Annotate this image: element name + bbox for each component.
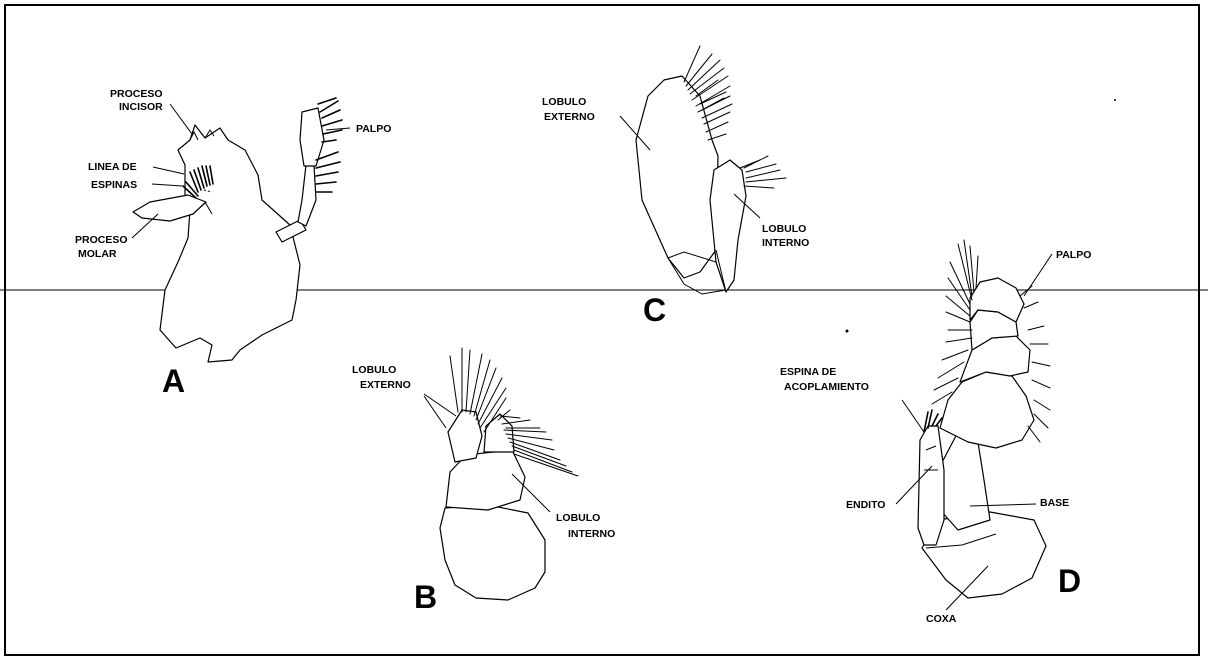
label-a-linea-line1: LINEA DE [88, 161, 137, 173]
label-d-coxa: COXA [926, 613, 957, 625]
label-a-palpo: PALPO [356, 123, 391, 135]
label-a-linea-line2: ESPINAS [91, 179, 137, 191]
label-d-espina-line1: ESPINA DE [780, 366, 836, 378]
label-b-lobulo-externo-line2: EXTERNO [360, 379, 411, 391]
label-c-lobulo-externo-line2: EXTERNO [544, 111, 595, 123]
label-b-lobulo-interno-line2: INTERNO [568, 528, 615, 540]
label-a-proceso-incisor-line1: PROCESO [110, 88, 163, 100]
panel-letter-a: A [162, 363, 185, 399]
label-a-proceso-incisor-line2: INCISOR [119, 101, 163, 113]
speck [846, 330, 849, 333]
label-a-proceso-molar-line2: MOLAR [78, 248, 117, 260]
label-c-lobulo-interno-line2: INTERNO [762, 237, 809, 249]
label-d-espina-line2: ACOPLAMIENTO [784, 381, 869, 393]
panel-letter-b: B [414, 579, 437, 615]
label-a-proceso-molar-line1: PROCESO [75, 234, 128, 246]
label-b-lobulo-interno-line1: LOBULO [556, 512, 600, 524]
panel-letter-c: C [643, 292, 666, 328]
label-c-lobulo-externo-line1: LOBULO [542, 96, 586, 108]
label-d-endito: ENDITO [846, 499, 885, 511]
label-d-palpo: PALPO [1056, 249, 1091, 261]
speck [1114, 99, 1116, 101]
label-c-lobulo-interno-line1: LOBULO [762, 223, 806, 235]
d-endite [918, 426, 944, 545]
b-coxa [440, 505, 545, 600]
label-d-base: BASE [1040, 497, 1069, 509]
panel-letter-d: D [1058, 563, 1081, 599]
label-b-lobulo-externo-line1: LOBULO [352, 364, 396, 376]
